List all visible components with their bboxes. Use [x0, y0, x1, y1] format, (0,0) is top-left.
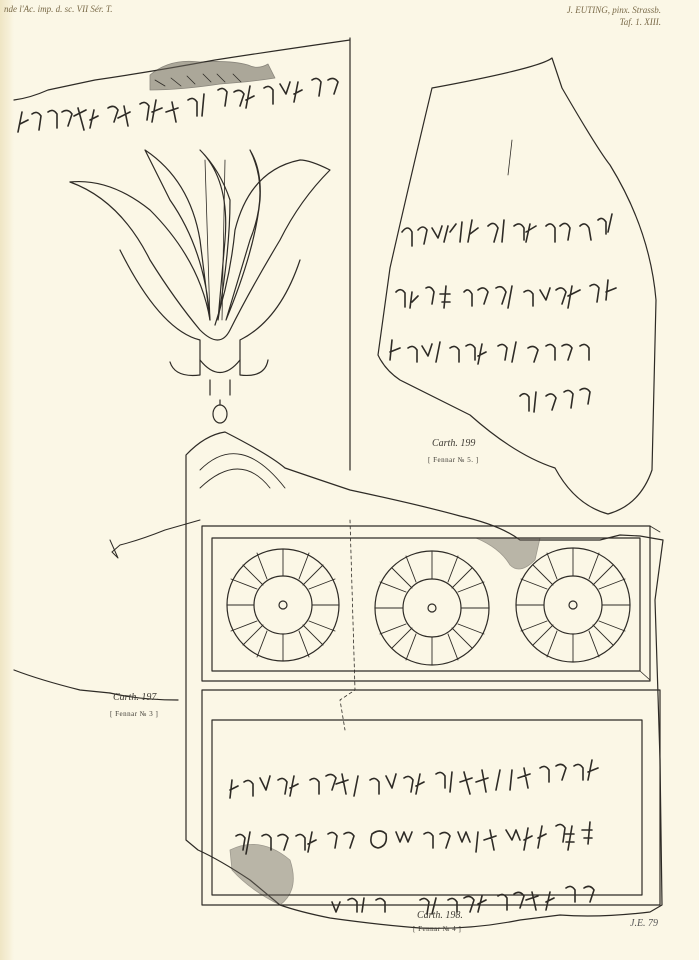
rosette-right [515, 547, 631, 663]
fragment-197-outline [13, 37, 351, 701]
fragment-197-lotus [69, 149, 331, 424]
caption-carth-197: Carth. 197. [113, 692, 159, 703]
caption-carth-198-ref: [ Fennar № 4 ] [413, 925, 462, 933]
rosette-middle [374, 550, 490, 666]
caption-carth-197-ref: [ Fennar № 3 ] [110, 710, 159, 718]
fragment-199-inscription [389, 213, 617, 413]
caption-carth-199-ref: [ Fennar № 5. ] [428, 456, 479, 464]
fragment-198-inscription-panel [201, 689, 661, 906]
artist-signature: J.E. 79 [630, 918, 659, 929]
caption-carth-198: Carth. 198. [417, 910, 463, 921]
plate-header-left: nde l'Ac. imp. d. sc. VII Sér. T. [4, 4, 113, 14]
fragment-199-outline [377, 57, 657, 515]
rosette-left [226, 548, 340, 662]
fragment-197-damage [149, 60, 276, 91]
fragment-198-rosette-band [201, 525, 661, 682]
plate-number: Taf. 1. XIII. [619, 17, 661, 27]
plate-header-right: J. EUTING, pinx. Strassb. Taf. 1. XIII. [567, 4, 661, 28]
fragment-197-inscription [17, 77, 339, 133]
caption-carth-199: Carth. 199 [432, 438, 476, 449]
artist-credit: J. EUTING, pinx. Strassb. [566, 5, 661, 15]
binding-fold [0, 0, 14, 960]
fragment-198-inscription [229, 759, 599, 915]
